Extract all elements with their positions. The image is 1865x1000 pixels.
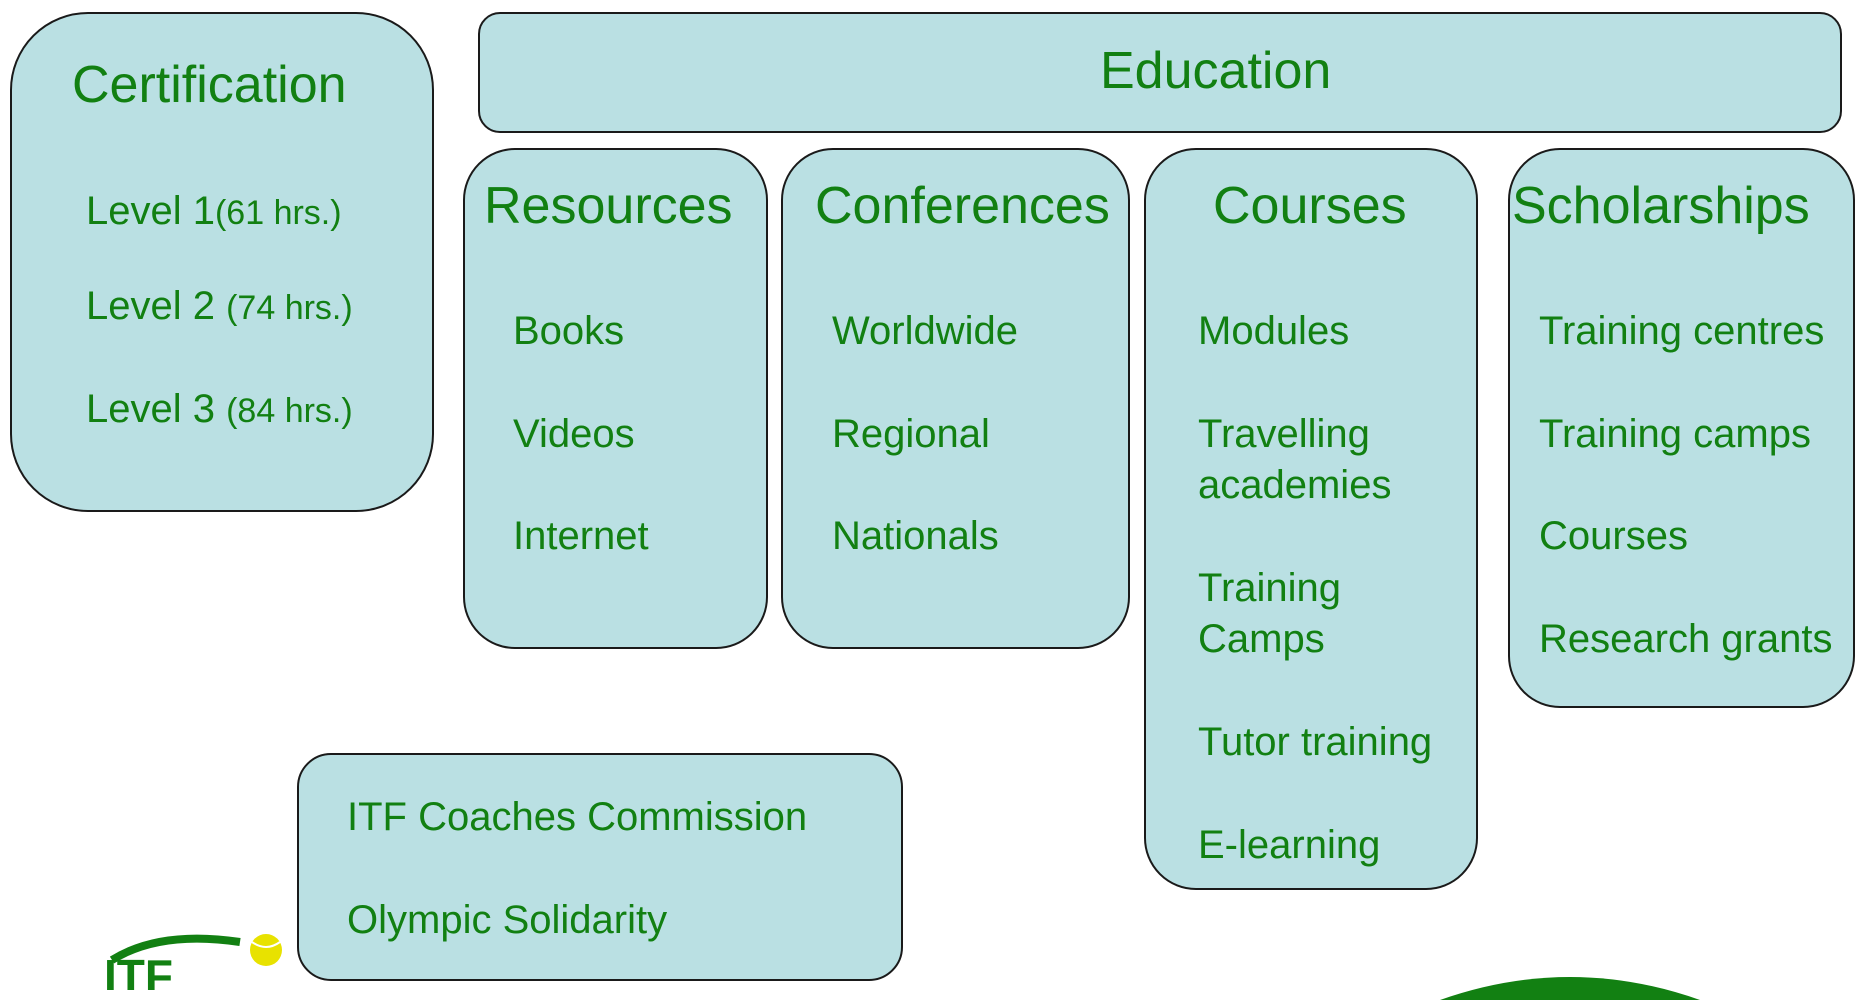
tennis-ball-icon [250,934,282,966]
conferences-title: Conferences [815,177,1110,235]
courses-item: Modules [1198,309,1350,353]
certification-box [10,12,434,512]
resources-title: Resources [484,177,733,235]
scholarships-item: Training camps [1539,412,1811,456]
partners-item: Olympic Solidarity [347,898,668,942]
resources-item: Internet [513,514,649,558]
courses-item: Travelling [1198,412,1370,456]
conferences-box [781,148,1130,649]
logo-swoosh [109,934,241,964]
courses-item: Tutor training [1198,720,1433,764]
conferences-item: Nationals [832,514,999,558]
partners-box [297,753,903,981]
certification-level-1: Level 1(61 hrs.) [86,189,342,233]
conferences-item: Regional [832,412,990,456]
scholarships-title: Scholarships [1512,177,1810,235]
courses-item: E-learning [1198,823,1381,867]
scholarships-box [1508,148,1855,708]
green-arc-logo [1440,977,1700,1000]
courses-box [1144,148,1478,890]
courses-item: academies [1198,463,1392,507]
scholarships-item: Research grants [1539,617,1833,661]
certification-level-3: Level 3 (84 hrs.) [86,387,353,431]
conferences-item: Worldwide [832,309,1018,353]
certification-title: Certification [72,56,347,114]
partners-item: ITF Coaches Commission [347,795,808,839]
itf-logo-text: ITF [104,950,173,990]
scholarships-item: Training centres [1539,309,1825,353]
itf-logo: ITF [104,934,282,990]
courses-item: Camps [1198,617,1325,661]
certification-level-2: Level 2 (74 hrs.) [86,284,353,328]
resources-box [463,148,768,649]
resources-item: Videos [513,412,635,456]
courses-title: Courses [1213,177,1407,235]
resources-item: Books [513,309,625,353]
education-title: Education [1100,42,1332,100]
education-box [478,12,1842,133]
courses-item: Training [1198,566,1342,610]
scholarships-item: Courses [1539,514,1688,558]
